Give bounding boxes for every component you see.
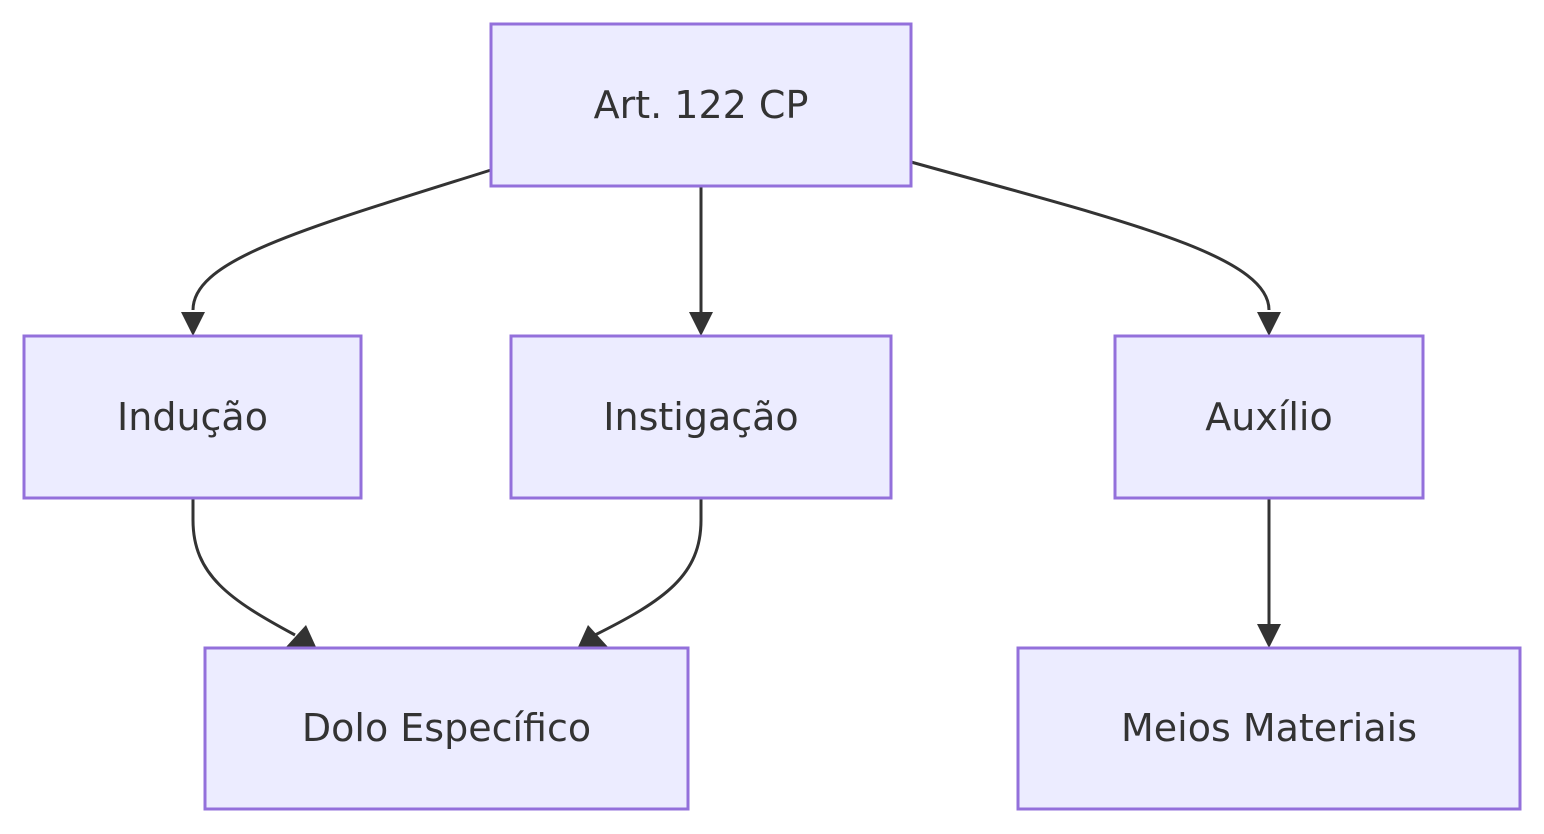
edge-instigacao-dolo (594, 498, 703, 637)
arrowhead-inducao (181, 312, 205, 336)
node-auxilio[interactable]: Auxílio (1113, 334, 1425, 500)
node-box (509, 334, 893, 500)
node-box (203, 646, 690, 811)
node-label: Indução (117, 395, 268, 439)
edge-inducao-dolo (191, 498, 296, 637)
edges (181, 160, 1281, 648)
node-label: Auxílio (1205, 395, 1333, 439)
arrowhead-meios (1257, 624, 1281, 648)
arrowhead-dolo-right (578, 625, 608, 647)
arrowhead-instigacao (689, 312, 713, 336)
edge-art122-inducao (191, 168, 492, 311)
node-box (1113, 334, 1425, 500)
edge-art122-auxilio (910, 160, 1271, 311)
node-box (22, 334, 363, 500)
node-inducao[interactable]: Indução (22, 334, 363, 500)
node-label: Dolo Específico (302, 706, 591, 750)
node-art-122-cp[interactable]: Art. 122 CP (489, 22, 913, 188)
node-label: Instigação (603, 395, 798, 439)
node-box (1016, 646, 1522, 811)
node-meios-materiais[interactable]: Meios Materiais (1016, 646, 1522, 811)
node-label: Meios Materiais (1121, 706, 1417, 750)
node-instigacao[interactable]: Instigação (509, 334, 893, 500)
node-dolo-especifico[interactable]: Dolo Específico (203, 646, 690, 811)
arrowhead-auxilio (1257, 312, 1281, 336)
node-label: Art. 122 CP (594, 83, 809, 127)
node-box (489, 22, 913, 188)
arrowhead-dolo-left (286, 625, 316, 647)
